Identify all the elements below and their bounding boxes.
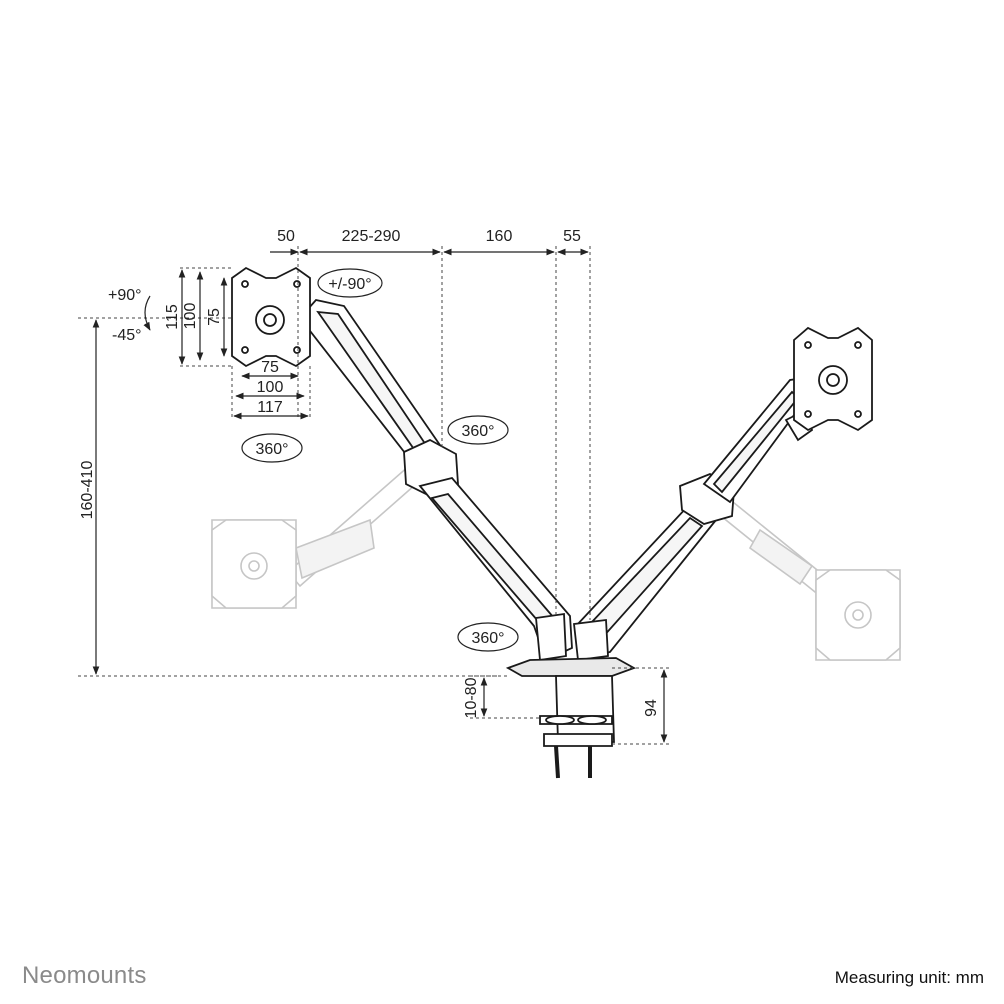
dim-top-55: 55 <box>563 228 581 245</box>
dim-desk-thickness: 10-80 <box>463 677 480 718</box>
reference-lines <box>78 246 670 745</box>
ghost-right-monitor-arm <box>714 496 901 661</box>
dimension-lines <box>92 248 668 743</box>
dim-base-height: 94 <box>643 699 660 717</box>
rotation-elbow: 360° <box>461 423 494 440</box>
dim-vesa-height-75: 75 <box>206 308 223 326</box>
dim-vesa-height-100: 100 <box>182 303 199 330</box>
dim-top-50: 50 <box>277 228 295 245</box>
dim-top-160: 160 <box>486 228 513 245</box>
ghost-left-monitor-arm <box>211 456 434 609</box>
rotation-tilt-down: -45° <box>112 327 142 344</box>
rotation-tilt-up: +90° <box>108 287 142 304</box>
left-vesa-plate <box>231 266 311 368</box>
right-vesa-plate <box>793 326 873 432</box>
rotation-swivel: +/-90° <box>328 276 371 293</box>
dim-total-height: 160-410 <box>79 461 96 520</box>
rotation-plate: 360° <box>255 441 288 458</box>
rotation-base: 360° <box>471 630 504 647</box>
left-lower-arm <box>418 476 573 662</box>
dim-vesa-width-117: 117 <box>257 399 283 416</box>
rotation-badges <box>143 268 519 652</box>
brand-logo: Neomounts <box>22 962 147 989</box>
dim-vesa-width-75: 75 <box>261 359 279 376</box>
dim-vesa-width-100: 100 <box>257 379 284 396</box>
left-upper-arm <box>298 299 459 497</box>
measuring-unit-label: Measuring unit: mm <box>834 968 984 987</box>
dimension-labels: 50 225-290 160 55 115 100 75 75 100 117 … <box>79 228 660 718</box>
dim-top-225-290: 225-290 <box>342 228 401 245</box>
mount-base-and-clamp <box>505 612 637 779</box>
dim-vesa-height-115: 115 <box>164 304 181 330</box>
